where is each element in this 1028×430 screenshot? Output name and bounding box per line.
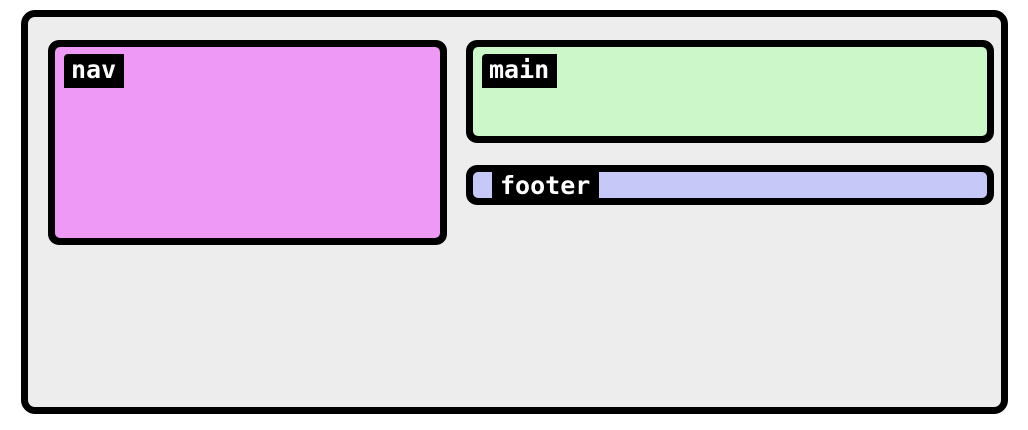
layout-region-main[interactable]: main <box>466 40 994 143</box>
region-label-nav: nav <box>64 54 125 88</box>
layout-region-nav[interactable]: nav <box>48 40 447 245</box>
layout-container-box: nav main footer <box>21 10 1008 414</box>
region-fill-main <box>473 47 987 136</box>
region-label-main: main <box>482 54 558 88</box>
region-label-footer: footer <box>492 172 600 198</box>
layout-region-footer[interactable]: footer <box>466 165 994 205</box>
